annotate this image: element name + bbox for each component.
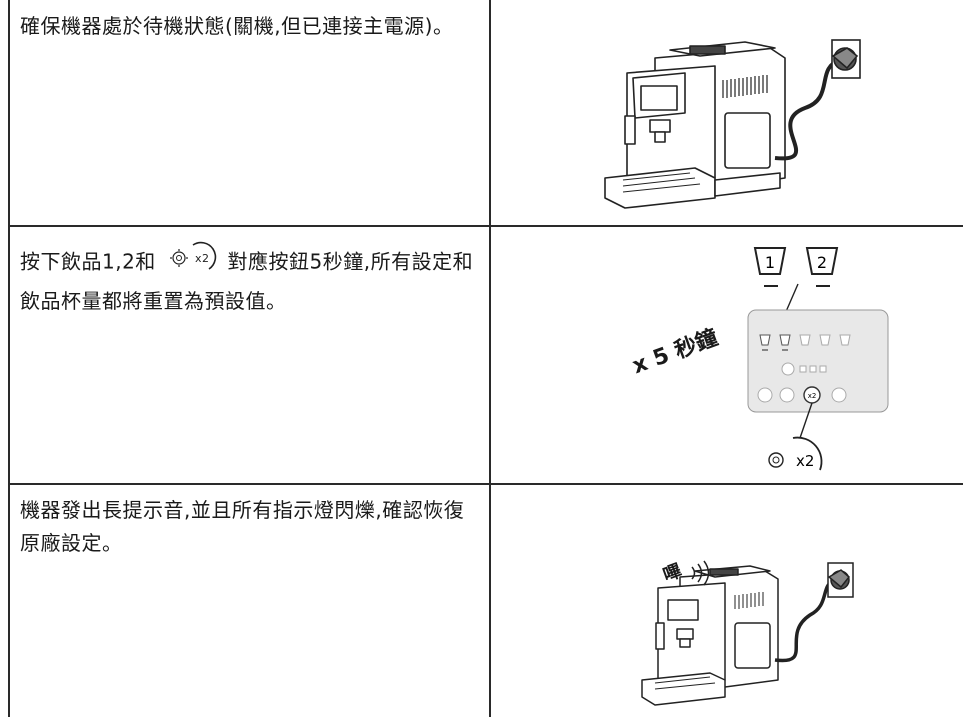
cup-2-icon: 2 bbox=[805, 247, 839, 287]
machine-beep-illustration: 嗶 bbox=[630, 555, 870, 717]
step-1-text: 確保機器處於待機狀態(關機,但已連接主電源)。 bbox=[20, 14, 454, 38]
sound-waves-icon bbox=[691, 560, 710, 586]
table-row-divider-2 bbox=[8, 483, 963, 485]
svg-text:x2: x2 bbox=[195, 252, 210, 265]
step-2-text-after: 對應按鈕5秒鐘,所有設定和飲品杯量都將重置為預設值。 bbox=[20, 249, 474, 314]
settings-x2-inline-icon: x2 bbox=[167, 241, 217, 285]
cup-2-label: 2 bbox=[817, 253, 827, 272]
table-column-divider bbox=[489, 0, 491, 717]
step-3-text: 機器發出長提示音,並且所有指示燈閃爍,確認恢復原廠設定。 bbox=[20, 498, 465, 555]
table-border-left bbox=[8, 0, 10, 717]
settings-x2-callout-icon: x2 bbox=[768, 436, 823, 471]
coffee-machine-plugged-illustration bbox=[604, 39, 861, 209]
cup-1-label: 1 bbox=[765, 253, 775, 272]
control-panel-illustration: 1 2 bbox=[600, 238, 900, 478]
callout-x2-label: x2 bbox=[796, 452, 814, 470]
panel-x2-label: x2 bbox=[808, 392, 817, 400]
table-row-divider-1 bbox=[8, 225, 963, 227]
step-2-text-before: 按下飲品1,2和 bbox=[20, 249, 156, 274]
step-2-text: 按下飲品1,2和 x2 對應按鈕5秒鐘,所有設定和飲品杯量都將重置為預設值。 bbox=[20, 241, 482, 318]
cup-1-icon: 1 bbox=[753, 247, 787, 287]
